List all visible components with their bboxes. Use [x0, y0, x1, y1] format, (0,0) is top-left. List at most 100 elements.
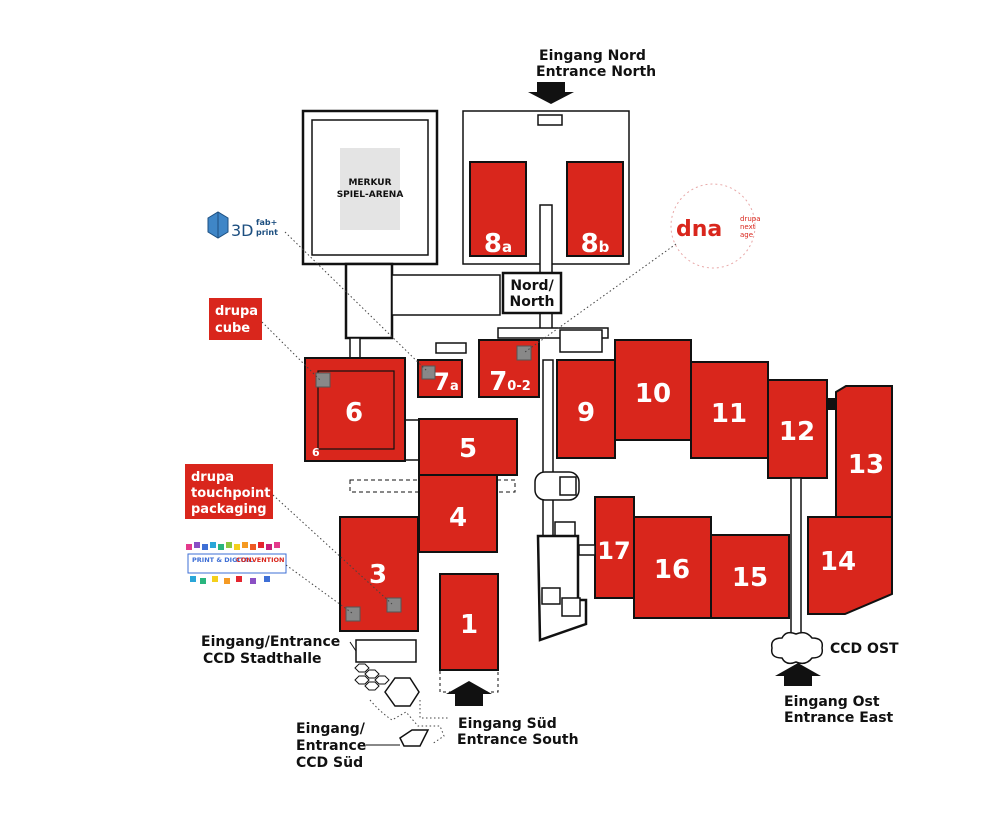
ccd-sued-line2: Entrance [296, 738, 366, 754]
touchpoint-marker [386, 597, 402, 613]
hall-16[interactable] [633, 516, 712, 619]
dna-small2: next [740, 223, 756, 231]
hall-9[interactable] [556, 359, 616, 459]
entrance-south-line1: Eingang Süd [458, 716, 557, 732]
drupa-touchpoint-badge[interactable] [185, 464, 273, 519]
nord-north-box[interactable] [501, 271, 563, 315]
connector-stub [349, 337, 361, 359]
hall-11-label: 11 [711, 399, 747, 429]
hall-13-label: 13 [848, 450, 884, 480]
fabprint-leader [284, 231, 429, 373]
fabprint-marker [421, 365, 436, 380]
hex-pavilion [384, 677, 420, 707]
cube-marker [315, 372, 331, 388]
convention-leader [285, 564, 353, 614]
ccd-sued-line3: CCD Süd [296, 755, 363, 771]
hall-1[interactable] [439, 573, 499, 671]
fabprint-logo[interactable]: 3D fab+ print [207, 211, 278, 240]
entrance-south-arrow[interactable] [446, 681, 492, 706]
hex-cluster [354, 663, 390, 691]
dna-small1: drupa [740, 215, 761, 223]
entrance-east-line1: Eingang Ost [784, 694, 880, 710]
entrance-east-arrow[interactable] [775, 663, 821, 686]
hall-3-label: 3 [369, 560, 387, 590]
hall-5-label: 5 [459, 434, 477, 464]
convention-logo[interactable]: PRINT & DIGITAL CONVENTION [186, 542, 287, 584]
convention-pixel-pattern [186, 542, 280, 584]
hall-14[interactable] [807, 516, 893, 615]
convention-line1: PRINT & DIGITAL [192, 556, 253, 564]
walkway-cross [497, 327, 609, 339]
hall-10[interactable] [614, 339, 692, 441]
stadthalle-building[interactable] [355, 639, 417, 663]
hall-8b[interactable] [566, 161, 624, 257]
hall-8b-label: 8b [581, 229, 610, 259]
dna-main: dna [676, 217, 722, 242]
arena-center [340, 148, 400, 230]
hall-4-label: 4 [449, 503, 467, 533]
touchpoint-line3: packaging [191, 502, 267, 517]
stadthalle-leader [349, 641, 357, 652]
hall-15-label: 15 [732, 563, 768, 593]
arena-label-line2: SPIEL-ARENA [337, 190, 404, 200]
cube-leader [261, 321, 321, 381]
touchpoint-leader [272, 494, 393, 605]
ccd-stadthalle-line1: Eingang/Entrance [201, 634, 340, 650]
rotunda-inner [559, 476, 577, 496]
ccd-south-room2 [561, 597, 581, 617]
south-kiosk [554, 521, 576, 537]
hall-15[interactable] [710, 534, 790, 619]
ccd-ost-building[interactable] [770, 631, 824, 665]
hall-16-label: 16 [654, 555, 690, 585]
central-corridor [542, 359, 554, 541]
dna-logo[interactable]: dna drupa next age [670, 183, 761, 269]
ccd-south-room1 [541, 587, 561, 605]
ccd-path-2 [419, 700, 450, 719]
walkway-north-west [391, 274, 501, 316]
cube-line1: drupa [215, 304, 258, 319]
ccd-sued-line1: Eingang/ [296, 721, 366, 737]
hall-6-inner [317, 370, 395, 450]
hall-12-label: 12 [779, 417, 815, 447]
touchpoint-line1: drupa [191, 470, 234, 485]
entrance-east-line2: Entrance East [784, 710, 894, 726]
hall-10-label: 10 [635, 379, 671, 409]
touchpoint-line2: touchpoint [191, 486, 271, 501]
connector-17 [578, 544, 596, 556]
hall-13[interactable] [835, 385, 893, 518]
entrance-north-line1: Eingang Nord [539, 48, 646, 64]
dna-small3: age [740, 231, 753, 239]
cube-line2: cube [215, 321, 250, 336]
hall-11[interactable] [690, 361, 769, 459]
ccd-ost-label: CCD OST [830, 641, 899, 657]
fabprint-top: fab+ [256, 218, 277, 227]
ccd-sued-building[interactable] [399, 729, 430, 747]
convention-line2: CONVENTION [236, 556, 284, 564]
fabprint-prefix: 3D [231, 221, 254, 240]
hall-5[interactable] [418, 418, 518, 476]
entrance-north-arrow[interactable] [528, 82, 574, 104]
walkway-block [559, 329, 603, 353]
corridor-6-5 [404, 419, 420, 461]
hall-8a-label: 8a [484, 229, 512, 259]
nord-label-line2: North [510, 294, 555, 310]
hall-1-label: 1 [460, 610, 478, 640]
hall-12[interactable] [767, 379, 828, 479]
small-kiosk [435, 342, 467, 354]
nord-label-line1: Nord/ [510, 278, 554, 294]
entrance-north-line2: Entrance North [536, 64, 656, 80]
convention-marker [345, 606, 361, 622]
drupa-cube-badge[interactable] [209, 298, 262, 340]
north-gate-box [537, 114, 563, 126]
fabprint-bottom: print [256, 228, 278, 237]
ccd-stadthalle-line2: CCD Stadthalle [203, 651, 322, 667]
hall-7-0-2-label: 70-2 [489, 367, 531, 397]
dna-leader [524, 243, 677, 353]
hall-8a[interactable] [469, 161, 527, 257]
entrance-south-line2: Entrance South [457, 732, 579, 748]
hall-7a-label: 7a [433, 368, 458, 396]
hall-4[interactable] [418, 474, 498, 553]
connector-12-13 [828, 398, 836, 410]
hall-14-label: 14 [820, 547, 856, 577]
